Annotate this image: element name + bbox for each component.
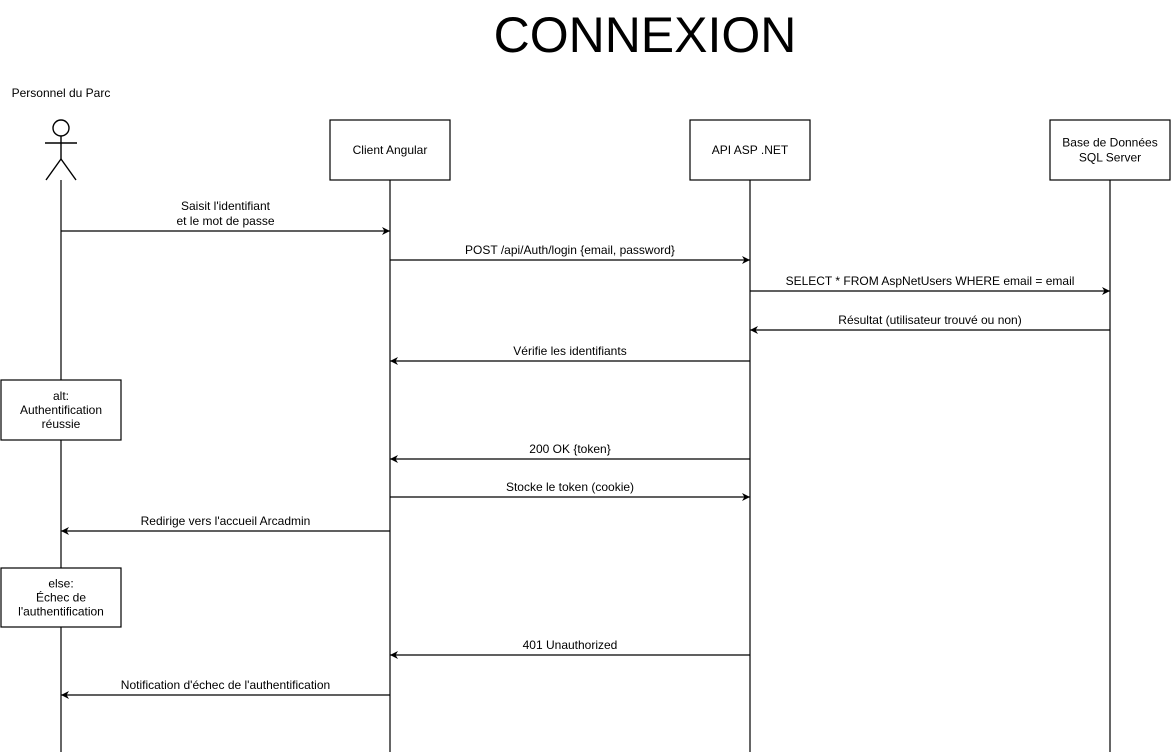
message-label: Stocke le token (cookie) <box>506 480 634 494</box>
message-label-line: Notification d'échec de l'authentificati… <box>121 678 330 692</box>
participant-box: API ASP .NET <box>689 119 811 181</box>
message-arrow: 200 OK {token} <box>390 442 750 463</box>
fragment-label-line: réussie <box>42 417 81 431</box>
message-arrow: Notification d'échec de l'authentificati… <box>61 678 390 699</box>
message-arrow: Stocke le token (cookie) <box>390 480 750 501</box>
fragment-label-line: else: <box>48 577 73 591</box>
message-label: POST /api/Auth/login {email, password} <box>465 243 675 257</box>
message-label: Vérifie les identifiants <box>513 344 626 358</box>
participant-label: Client Angular <box>353 143 428 157</box>
participant-label-line: Client Angular <box>353 143 428 157</box>
participant-frame <box>1049 119 1171 181</box>
fragment-label-line: Échec de <box>36 590 86 605</box>
participant-frame <box>329 119 451 181</box>
message-label: Notification d'échec de l'authentificati… <box>121 678 330 692</box>
diagram-title: CONNEXION <box>494 7 797 63</box>
fragment-label-line: l'authentification <box>18 605 104 619</box>
message-label-line: Résultat (utilisateur trouvé ou non) <box>838 313 1021 327</box>
message-label-line: et le mot de passe <box>176 214 274 228</box>
message-arrow: Résultat (utilisateur trouvé ou non) <box>750 313 1110 334</box>
message-label: Redirige vers l'accueil Arcadmin <box>141 514 311 528</box>
message-label-line: Redirige vers l'accueil Arcadmin <box>141 514 311 528</box>
actor-label: Personnel du Parc <box>12 86 111 100</box>
message-label-line: 200 OK {token} <box>529 442 610 456</box>
message-label: 200 OK {token} <box>529 442 610 456</box>
message-arrow: Redirige vers l'accueil Arcadmin <box>61 514 390 535</box>
message-arrow: Vérifie les identifiants <box>390 344 750 365</box>
message-arrow: 401 Unauthorized <box>390 638 750 659</box>
participant-label-line: API ASP .NET <box>712 143 789 157</box>
message-label-line: SELECT * FROM AspNetUsers WHERE email = … <box>786 274 1075 288</box>
message-label: SELECT * FROM AspNetUsers WHERE email = … <box>786 274 1075 288</box>
message-label-line: POST /api/Auth/login {email, password} <box>465 243 675 257</box>
fragment-label-line: Authentification <box>20 403 102 417</box>
fragment-frame <box>0 379 122 441</box>
message-arrow: POST /api/Auth/login {email, password} <box>390 243 750 264</box>
actor-personnel: Personnel du Parc <box>12 86 111 181</box>
participant-label-line: Base de Données <box>1062 136 1157 150</box>
message-label-line: Saisit l'identifiant <box>181 199 271 213</box>
message-label-line: Vérifie les identifiants <box>513 344 626 358</box>
message-label-line: 401 Unauthorized <box>523 638 618 652</box>
fragment-frame <box>0 567 122 628</box>
message-arrow: SELECT * FROM AspNetUsers WHERE email = … <box>750 274 1110 295</box>
message-label-line: Stocke le token (cookie) <box>506 480 634 494</box>
message-label: 401 Unauthorized <box>523 638 618 652</box>
participant-label-line: SQL Server <box>1079 151 1141 165</box>
stick-figure-icon <box>45 119 77 181</box>
participant-box: Client Angular <box>329 119 451 181</box>
message-label: Résultat (utilisateur trouvé ou non) <box>838 313 1021 327</box>
participant-label: API ASP .NET <box>712 143 789 157</box>
participant-frame <box>689 119 811 181</box>
fragment-label-line: alt: <box>53 389 69 403</box>
